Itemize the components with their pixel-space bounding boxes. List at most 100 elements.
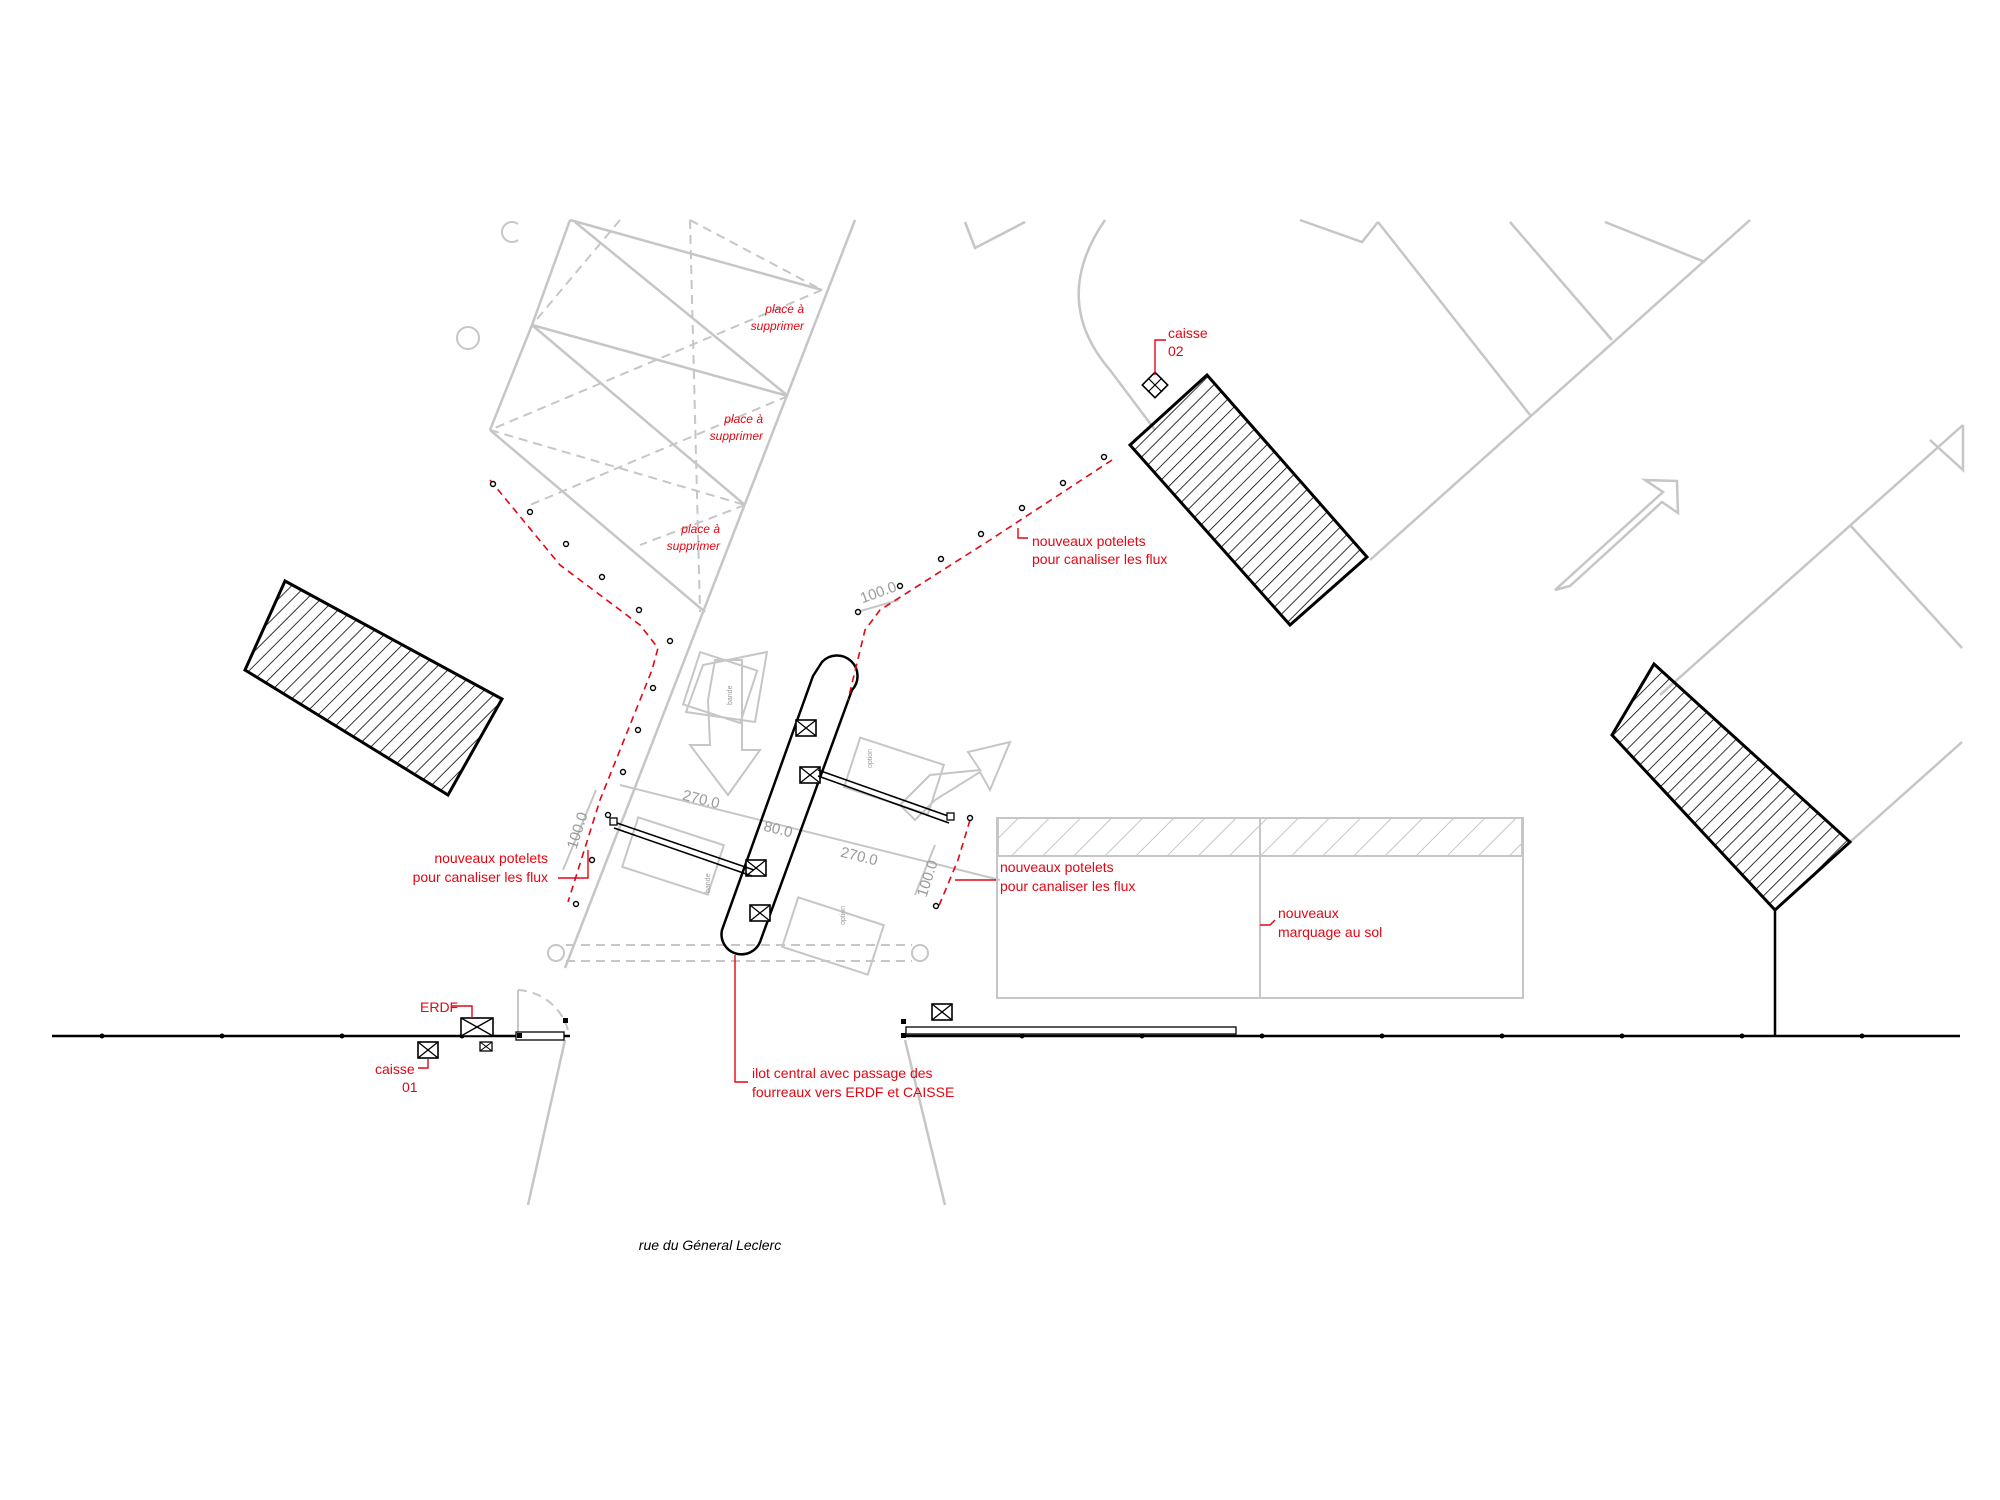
ilot-label: ilot central avec passage des	[752, 1065, 933, 1081]
parking-line	[1849, 524, 1963, 649]
gate-arc	[517, 989, 569, 1031]
caisse-02-label: caisse	[1168, 325, 1208, 341]
existing-bollard	[547, 944, 565, 962]
bollard-flow-line	[489, 479, 659, 903]
parking-line	[1377, 221, 1531, 416]
sliding-gate	[905, 1026, 1237, 1035]
place-a-supprimer-label-2b: supprimer	[710, 429, 764, 443]
hatched-building-icon	[243, 578, 505, 798]
place-a-supprimer-label-3b: supprimer	[667, 539, 721, 553]
caisse-01-label: caisse	[375, 1061, 415, 1077]
dimension-line	[619, 784, 1001, 881]
leader-line	[1017, 528, 1028, 539]
box-cross-icon	[931, 1003, 953, 1021]
erdf-label: ERDF	[420, 999, 458, 1015]
street-edge	[903, 1039, 947, 1206]
existing-edge	[1849, 741, 1963, 843]
parking-diagonal-dashed	[489, 289, 823, 431]
barrier-arm-left	[613, 827, 753, 877]
dimension-top: 100.0	[858, 578, 899, 607]
dimension-line	[856, 599, 900, 613]
marquage-label: nouveaux	[1278, 905, 1339, 921]
existing-edge	[1659, 424, 1964, 696]
parking-edge	[488, 219, 572, 431]
bollard-icon	[489, 480, 674, 908]
caisse-01-label-num: 01	[402, 1079, 418, 1095]
existing-edge	[1929, 425, 1965, 473]
new-layout	[52, 371, 1960, 1059]
fence-posts	[99, 1033, 1865, 1039]
central-island	[720, 654, 859, 956]
existing-bollard	[911, 944, 929, 962]
street-edge	[526, 1039, 567, 1206]
leader-line	[418, 1059, 429, 1069]
leader-line	[452, 1005, 473, 1018]
road-edge-left	[563, 219, 857, 969]
potelets-left-label: nouveaux potelets	[434, 850, 548, 866]
place-a-supprimer-label-1: place à	[764, 302, 804, 316]
dimension-line	[562, 789, 597, 871]
ilot-label-2: fourreaux vers ERDF et CAISSE	[752, 1084, 954, 1100]
barrier-arm-right	[817, 769, 952, 818]
parking-line	[1604, 220, 1706, 264]
marquage-label-2: marquage au sol	[1278, 924, 1382, 940]
direction-arrow-icon	[898, 740, 1012, 822]
annotations: place à supprimer place à supprimer plac…	[375, 302, 1382, 1100]
gate-post	[517, 1033, 522, 1038]
barrier-post	[946, 812, 955, 821]
dimension-line	[914, 844, 936, 896]
direction-arrow-icon	[1554, 478, 1680, 592]
place-a-supprimer-label-3: place à	[680, 522, 720, 536]
bollard-flow-line	[937, 819, 971, 909]
existing-car-outline	[681, 650, 759, 725]
box-cross-icon	[799, 766, 821, 784]
parking-edge-right	[1369, 219, 1751, 561]
road-edge-right-curve	[1077, 219, 1156, 431]
gate-post	[563, 1018, 568, 1023]
bollard-icon	[932, 814, 974, 910]
potelets-top-label-2: pour canaliser les flux	[1032, 551, 1167, 567]
caisse-02-label-num: 02	[1168, 343, 1184, 359]
gate-post	[901, 1033, 906, 1038]
existing-bollard-partial	[501, 221, 519, 243]
dimension-left: 100.0	[564, 810, 592, 851]
leader-line	[558, 850, 589, 879]
existing-car-outline	[684, 650, 769, 724]
parking-diagonal-dashed	[639, 504, 746, 546]
parking-diagonal-dashed	[689, 219, 701, 613]
parking-diagonal	[574, 221, 789, 397]
existing-car-outline	[780, 896, 886, 976]
barrier-post	[609, 817, 618, 826]
new-bollards	[489, 453, 1113, 910]
existing-car-outline	[620, 816, 726, 896]
parking-line	[531, 323, 789, 398]
car-label: option	[840, 906, 847, 925]
dimension-right: 100.0	[914, 858, 942, 899]
existing-wedge	[1299, 218, 1379, 244]
dimension-270-left: 270.0	[681, 787, 722, 813]
parking-diagonal	[489, 429, 706, 613]
parking-diagonal-dashed	[529, 395, 789, 506]
gate-post	[901, 1019, 906, 1024]
parking-diagonal	[531, 324, 746, 506]
leader-line	[1154, 339, 1166, 375]
box-cross-icon	[749, 904, 771, 922]
dimension-80: 80.0	[762, 818, 794, 842]
parking-line	[569, 218, 823, 292]
car-label: option	[867, 749, 874, 768]
bollard-flow-line	[847, 459, 1113, 701]
street-name: rue du Géneral Leclerc	[639, 1237, 781, 1253]
barrier-arm-left	[613, 821, 755, 871]
direction-arrow-icon	[687, 659, 762, 797]
place-a-supprimer-label-2: place à	[723, 412, 763, 426]
leader-line	[1260, 919, 1276, 926]
hatched-building-icon	[1127, 372, 1370, 628]
car-label: bande	[705, 873, 712, 893]
bollard-icon	[854, 453, 1108, 616]
parking-diagonal-dashed	[531, 219, 621, 326]
car-label: bande	[727, 685, 734, 705]
potelets-right-label: nouveaux potelets	[1000, 859, 1114, 875]
place-a-supprimer-label-1b: supprimer	[751, 319, 805, 333]
existing-wedge	[963, 220, 1026, 250]
